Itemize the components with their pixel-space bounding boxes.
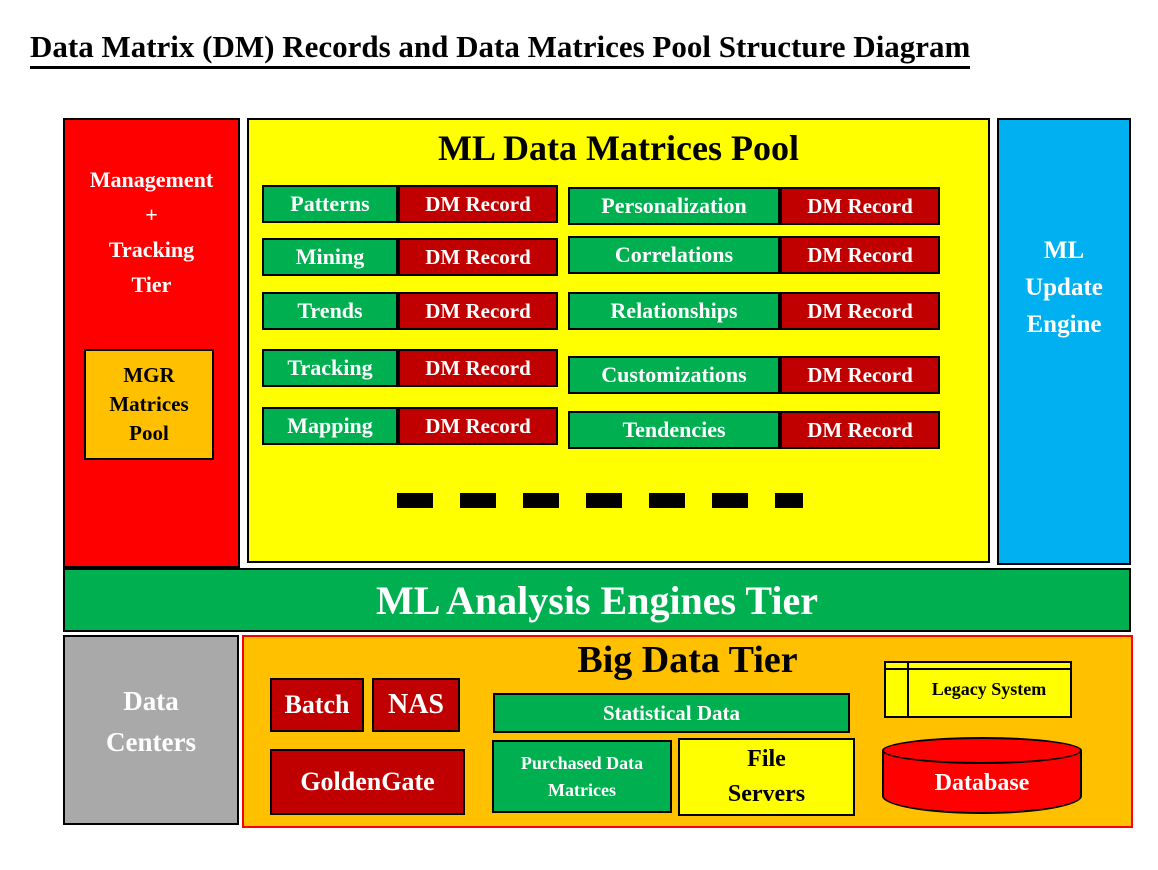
pool-row-tracking: Tracking DM Record [262,349,558,387]
pool-row-relationships: Relationships DM Record [568,292,940,330]
big-data-tier-box: Big Data Tier Batch NAS GoldenGate Stati… [242,635,1133,828]
pool-row-patterns: Patterns DM Record [262,185,558,223]
category-box: Correlations [568,236,780,274]
ml-analysis-engines-tier-bar: ML Analysis Engines Tier [63,568,1131,632]
dm-record-box: DM Record [398,238,558,276]
batch-box: Batch [270,678,364,732]
pool-row-mining: Mining DM Record [262,238,558,276]
legacy-system-frame-hline [886,668,1070,670]
pool-row-customizations: Customizations DM Record [568,356,940,394]
legacy-system-label: Legacy System [931,679,1047,699]
category-box: Customizations [568,356,780,394]
goldengate-box: GoldenGate [270,749,465,815]
management-tracking-tier-box: Management + Tracking Tier MGR Matrices … [63,118,240,568]
pool-title: ML Data Matrices Pool [438,128,799,168]
category-box: Trends [262,292,398,330]
dm-record-box: DM Record [398,185,558,223]
dm-record-box: DM Record [398,349,558,387]
dm-record-box: DM Record [398,292,558,330]
legacy-system-frame-vline [907,663,909,716]
nas-box: NAS [372,678,460,732]
dm-record-box: DM Record [398,407,558,445]
management-tracking-tier-label: Management + Tracking Tier [89,167,214,297]
dm-record-box: DM Record [780,356,940,394]
legacy-system-box: Legacy System [884,661,1072,718]
category-box: Mining [262,238,398,276]
pool-row-personalization: Personalization DM Record [568,187,940,225]
data-centers-box: Data Centers [63,635,239,825]
dm-record-box: DM Record [780,292,940,330]
database-cylinder-top [882,737,1082,764]
dm-record-box: DM Record [780,187,940,225]
category-box: Tendencies [568,411,780,449]
pool-row-mapping: Mapping DM Record [262,407,558,445]
category-box: Relationships [568,292,780,330]
big-data-tier-title: Big Data Tier [577,639,798,681]
continuation-dashes [397,493,803,508]
database-label: Database [934,770,1030,796]
diagram-title: Data Matrix (DM) Records and Data Matric… [30,30,971,69]
purchased-data-matrices-box: Purchased Data Matrices [492,740,672,813]
category-box: Tracking [262,349,398,387]
data-centers-label: Data Centers [106,686,196,757]
pool-row-correlations: Correlations DM Record [568,236,940,274]
category-box: Mapping [262,407,398,445]
pool-row-trends: Trends DM Record [262,292,558,330]
category-box: Patterns [262,185,398,223]
ml-data-matrices-pool-box: ML Data Matrices Pool Patterns DM Record… [247,118,990,563]
pool-row-tendencies: Tendencies DM Record [568,411,940,449]
ml-update-engine-box: ML Update Engine [997,118,1131,565]
ml-update-engine-label: ML Update Engine [1025,237,1103,338]
file-servers-box: File Servers [678,738,855,816]
category-box: Personalization [568,187,780,225]
dm-record-box: DM Record [780,236,940,274]
mgr-matrices-pool-box: MGR Matrices Pool [84,349,214,460]
statistical-data-box: Statistical Data [493,693,850,733]
database-cylinder: Database [882,737,1082,814]
dm-record-box: DM Record [780,411,940,449]
